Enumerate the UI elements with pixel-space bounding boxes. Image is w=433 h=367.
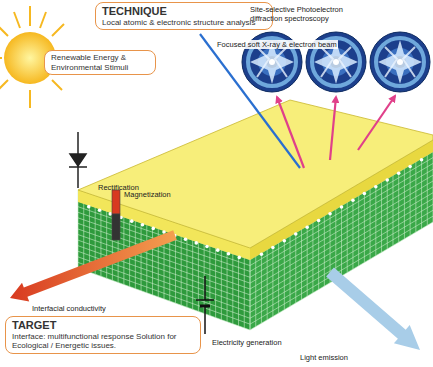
box-text: Interface: multifunctional response Solu… — [12, 332, 194, 351]
interface-dot — [374, 185, 378, 189]
interface-dot — [420, 158, 424, 162]
interface-dot — [305, 225, 309, 229]
interface-dot — [294, 232, 298, 236]
light-arrow — [326, 268, 420, 351]
function-label: Magnetization — [124, 190, 171, 199]
slab — [78, 100, 433, 330]
interface-dot — [340, 205, 344, 209]
box-text: Local atomic & electronic structure anal… — [102, 18, 266, 28]
interface-dot — [184, 237, 188, 241]
target-box: TARGETInterface: multifunctional respons… — [5, 316, 201, 354]
interface-dot — [141, 223, 145, 227]
interface-dot — [108, 212, 112, 216]
interface-dot — [151, 227, 155, 231]
grid-line — [78, 262, 250, 324]
interface-dot — [397, 171, 401, 175]
interface-dot — [194, 241, 198, 245]
interface-dot — [363, 192, 367, 196]
function-label: Light emission — [300, 353, 348, 362]
interface-dot — [328, 212, 332, 216]
interface-dot — [162, 230, 166, 234]
diode-symbol — [69, 132, 87, 188]
interface-dot — [408, 165, 412, 169]
interface-dot — [283, 239, 287, 243]
interface-dot — [227, 252, 231, 256]
magnet-symbol — [112, 190, 120, 240]
function-label: Electricity generation — [212, 338, 282, 347]
beam-label: Focused soft X-ray & electron beam — [216, 40, 338, 49]
box-text: Renewable Energy & Environmental Stimuli — [51, 53, 149, 72]
technique-box: TECHNIQUELocal atomic & electronic struc… — [95, 2, 273, 30]
interface-dot — [216, 248, 220, 252]
stimuli-box: Renewable Energy & Environmental Stimuli — [44, 50, 156, 75]
interface-dot — [260, 252, 264, 256]
photoelectron-arrows — [277, 96, 395, 168]
interface-dot — [87, 205, 91, 209]
interface-dot — [351, 198, 355, 202]
interface-dot — [205, 245, 209, 249]
box-heading: TECHNIQUE — [102, 5, 266, 18]
technique-label: Site-selective Photoelectron diffraction… — [250, 5, 360, 23]
interface-dot — [237, 256, 241, 260]
interface-dot — [317, 219, 321, 223]
box-heading: TARGET — [12, 319, 194, 332]
conductivity-arrow — [10, 230, 177, 301]
interface-dot — [98, 208, 102, 212]
interface-dot — [385, 178, 389, 182]
interface-dot — [130, 219, 134, 223]
diffraction-pattern — [370, 32, 430, 92]
grid-line — [78, 246, 250, 307]
interface-dot — [271, 246, 275, 250]
function-label: Interfacial conductivity — [32, 304, 106, 313]
